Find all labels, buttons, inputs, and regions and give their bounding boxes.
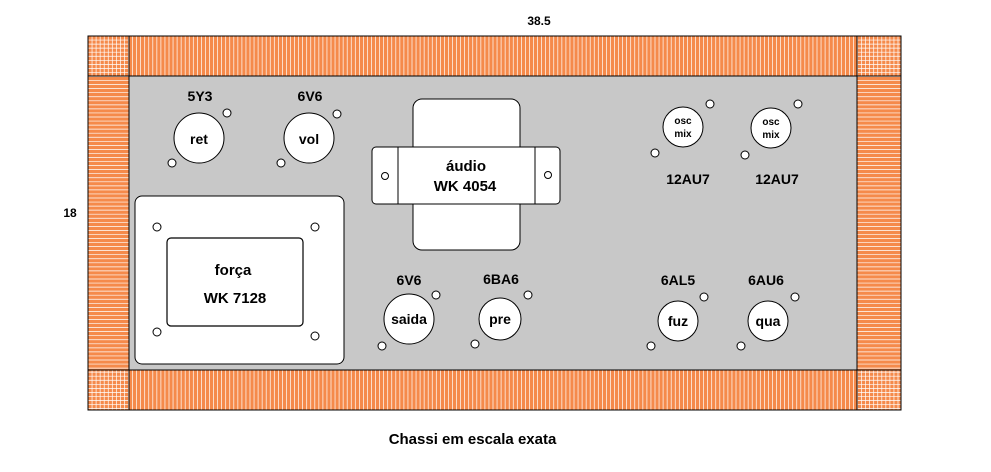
power-transformer-model: WK 7128: [204, 290, 267, 307]
socket-qua-label: qua: [756, 313, 781, 329]
socket-ret-label: ret: [190, 131, 208, 147]
socket-vol-label: vol: [299, 131, 319, 147]
socket-saida-label: saida: [391, 311, 427, 327]
socket-qua-tube: 6AU6: [748, 272, 784, 288]
socket-osc-mix-1-tube: 12AU7: [666, 171, 710, 187]
socket-osc-mix-1-label-top: osc: [674, 116, 692, 127]
socket-fuz-label: fuz: [668, 313, 688, 329]
socket-saida: 6V6 saida: [377, 272, 441, 351]
audio-transformer-name: áudio: [446, 158, 486, 175]
diagram-caption: Chassi em escala exata: [388, 431, 557, 448]
socket-osc-mix-1-label-bottom: mix: [674, 129, 692, 140]
socket-pre-label: pre: [489, 311, 511, 327]
height-dimension-label: 18: [63, 206, 77, 220]
socket-saida-tube: 6V6: [397, 272, 422, 288]
width-dimension-label: 38.5: [527, 14, 551, 28]
socket-osc-mix-2-label-bottom: mix: [762, 130, 780, 141]
socket-pre-tube: 6BA6: [483, 271, 519, 287]
socket-osc-mix-2-label-top: osc: [762, 117, 780, 128]
socket-osc-mix-2: osc mix 12AU7: [740, 99, 803, 187]
socket-fuz: 6AL5 fuz: [646, 272, 709, 351]
socket-ret: 5Y3 ret: [167, 88, 232, 168]
socket-qua: 6AU6 qua: [736, 272, 800, 351]
frame-outline: [87, 35, 902, 411]
power-transformer-name: força: [215, 262, 252, 279]
socket-vol-tube: 6V6: [298, 88, 323, 104]
socket-osc-mix-2-tube: 12AU7: [755, 171, 799, 187]
power-transformer: força WK 7128: [134, 195, 345, 365]
socket-fuz-tube: 6AL5: [661, 272, 695, 288]
audio-transformer-model: WK 4054: [434, 178, 497, 195]
audio-transformer: áudio WK 4054: [371, 98, 561, 251]
socket-osc-mix-1: osc mix 12AU7: [650, 99, 715, 187]
socket-vol: 6V6 vol: [276, 88, 342, 168]
socket-ret-tube: 5Y3: [188, 88, 213, 104]
socket-pre: 6BA6 pre: [470, 271, 533, 349]
